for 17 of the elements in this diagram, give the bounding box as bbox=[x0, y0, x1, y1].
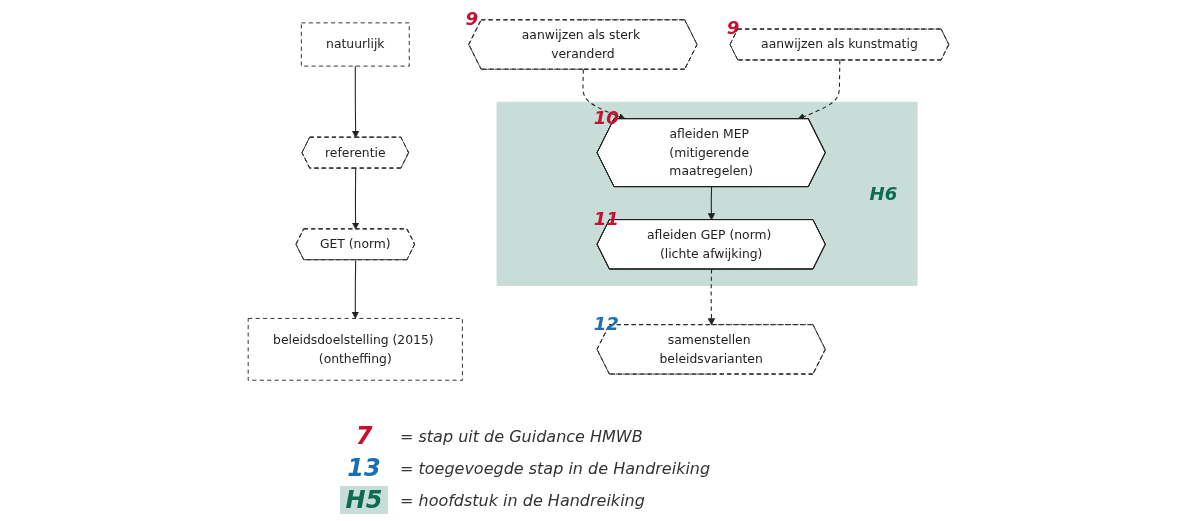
hexagon-step-box: referentie bbox=[301, 136, 410, 169]
legend-symbol: 7 bbox=[354, 422, 374, 450]
legend-text: = toegevoegde stap in de Handreiking bbox=[400, 458, 711, 478]
arrow bbox=[797, 59, 841, 120]
legend-symbol: H5 bbox=[340, 486, 388, 514]
hexagon-step-box: GET (norm) bbox=[295, 228, 416, 261]
legend-symbol: 13 bbox=[346, 454, 382, 482]
arrow bbox=[352, 65, 360, 138]
arrow bbox=[707, 268, 716, 326]
arrow bbox=[352, 167, 360, 230]
arrow bbox=[582, 69, 626, 120]
step-box: beleidsdoelstelling (2015) (ontheffing) bbox=[247, 317, 463, 381]
arrow bbox=[707, 186, 716, 221]
step-box: natuurlijk bbox=[300, 22, 410, 67]
legend-text: = hoofdstuk in de Handreiking bbox=[400, 490, 645, 510]
legend-text: = stap uit de Guidance HMWB bbox=[400, 426, 643, 446]
arrow bbox=[351, 259, 359, 319]
